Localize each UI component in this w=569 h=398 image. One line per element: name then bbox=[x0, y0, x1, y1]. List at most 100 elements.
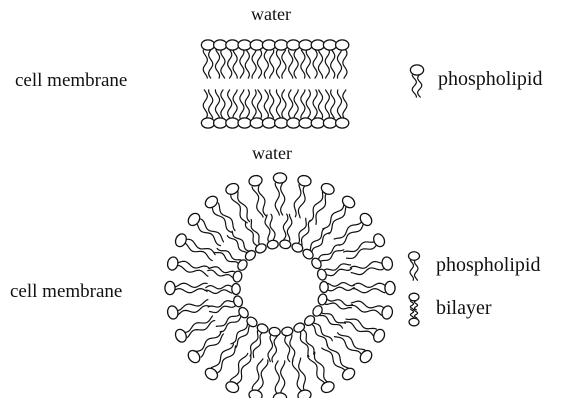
bilayer-lower-lipid bbox=[238, 90, 251, 128]
liposome-inner-lipid bbox=[250, 322, 269, 357]
lipid-tail bbox=[206, 290, 232, 294]
liposome-outer-lipid bbox=[186, 331, 223, 365]
lipid-tail bbox=[290, 335, 295, 361]
lipid-tail bbox=[353, 289, 385, 293]
lipid-tail bbox=[208, 270, 233, 278]
liposome-outer-lipid bbox=[248, 174, 267, 217]
lipid-head bbox=[250, 40, 263, 50]
lipid-head bbox=[214, 40, 227, 50]
lipid-head bbox=[311, 40, 324, 50]
lipid-head bbox=[320, 281, 329, 292]
lipid-tail bbox=[178, 300, 208, 311]
liposome-outer-lipid bbox=[248, 359, 268, 398]
lipid-tail bbox=[232, 231, 249, 251]
liposome-outer-lipid bbox=[292, 358, 312, 398]
lipid-head bbox=[358, 211, 374, 228]
lipid-tail bbox=[321, 313, 345, 324]
bilayer-lower-lipid bbox=[336, 90, 349, 128]
lipid-tail bbox=[314, 352, 327, 381]
lipid-tail bbox=[212, 208, 232, 233]
bilayer-lower-lipid bbox=[275, 90, 288, 128]
lipid-tail bbox=[412, 75, 416, 97]
lipid-tail bbox=[283, 214, 288, 240]
lipid-tail bbox=[258, 360, 268, 391]
lipid-tail bbox=[301, 50, 305, 78]
lipid-tail bbox=[220, 316, 241, 331]
bilayer-upper-lipid bbox=[262, 40, 275, 78]
lipid-tail bbox=[323, 205, 344, 229]
lipid-head bbox=[297, 389, 312, 398]
lipid-tail bbox=[327, 299, 352, 306]
liposome-outer-lipid bbox=[334, 211, 374, 245]
lipid-tail bbox=[313, 50, 317, 78]
lipid-tail bbox=[328, 283, 354, 287]
lipid-tail bbox=[353, 283, 385, 287]
bilayer-icon-upper bbox=[409, 293, 419, 310]
liposome-outer-lipid bbox=[203, 344, 235, 382]
lipid-head bbox=[186, 211, 202, 228]
bilayer-upper-lipid bbox=[201, 40, 214, 78]
liposome-inner-lipid bbox=[206, 283, 241, 294]
lipid-tail bbox=[233, 90, 237, 118]
lipid-tail bbox=[215, 252, 239, 263]
bilayer-upper-lipid bbox=[336, 40, 349, 78]
bilayer-lower-lipid bbox=[323, 90, 336, 128]
liposome-inner-lipid bbox=[279, 214, 292, 249]
bilayer-lower-lipid bbox=[299, 90, 312, 128]
lipid-head bbox=[316, 268, 327, 281]
lipid-tail bbox=[292, 360, 301, 391]
lipid-head bbox=[279, 239, 291, 249]
lipid-tail bbox=[410, 301, 413, 310]
bilayer-upper-lipid bbox=[238, 40, 251, 78]
liposome-outer-lipid bbox=[203, 194, 235, 233]
lipid-tail bbox=[175, 289, 207, 293]
lipid-tail bbox=[282, 90, 286, 118]
lipid-tail bbox=[298, 186, 305, 218]
lipid-tail bbox=[270, 214, 275, 240]
lipid-tail bbox=[294, 90, 298, 118]
liposome-inner-lipid bbox=[281, 326, 295, 361]
lipid-tail bbox=[325, 264, 351, 270]
lipid-tail bbox=[185, 243, 212, 261]
lipid-head bbox=[262, 40, 275, 50]
lipid-tail bbox=[338, 333, 365, 350]
lipid-tail bbox=[300, 332, 308, 357]
bilayer-upper-lipid bbox=[287, 40, 300, 78]
lipid-tail bbox=[331, 90, 335, 118]
lipid-head bbox=[232, 283, 241, 294]
lipid-tail bbox=[240, 90, 244, 118]
lipid-tail bbox=[281, 361, 285, 393]
liposome-outer-lipid bbox=[273, 173, 286, 215]
lipid-tail bbox=[197, 224, 220, 246]
lipid-tail bbox=[285, 336, 290, 362]
lipid-tail bbox=[233, 50, 237, 78]
liposome-inner-lipid bbox=[316, 264, 351, 281]
bilayer-upper-lipid bbox=[299, 40, 312, 78]
lipid-tail bbox=[316, 194, 326, 225]
lipid-tail bbox=[313, 323, 332, 341]
lipid-head bbox=[173, 232, 188, 248]
lipid-tail bbox=[276, 90, 280, 118]
lipid-tail bbox=[351, 268, 383, 275]
lipid-head bbox=[287, 40, 300, 50]
lipid-tail bbox=[301, 90, 305, 118]
bilayer-lower-lipid bbox=[201, 90, 214, 128]
liposome-outer-lipid bbox=[310, 181, 336, 224]
lipid-head bbox=[336, 118, 349, 128]
liposome-inner-lipid bbox=[216, 306, 250, 332]
lipid-tail bbox=[252, 187, 263, 217]
bilayer-icon-lower bbox=[409, 309, 419, 326]
lipid-head bbox=[238, 40, 251, 50]
lipid-tail bbox=[304, 330, 314, 354]
lipid-tail bbox=[294, 50, 298, 78]
lipid-head bbox=[226, 40, 239, 50]
liposome-outer-lipid bbox=[344, 232, 387, 258]
lipid-tail bbox=[328, 287, 354, 291]
lipid-tail bbox=[215, 50, 219, 78]
lipid-tail bbox=[203, 50, 207, 78]
lipid-tail bbox=[252, 50, 256, 78]
lipid-tail bbox=[414, 301, 417, 310]
lipid-head bbox=[409, 293, 419, 301]
liposome-outer-lipid bbox=[294, 174, 312, 218]
